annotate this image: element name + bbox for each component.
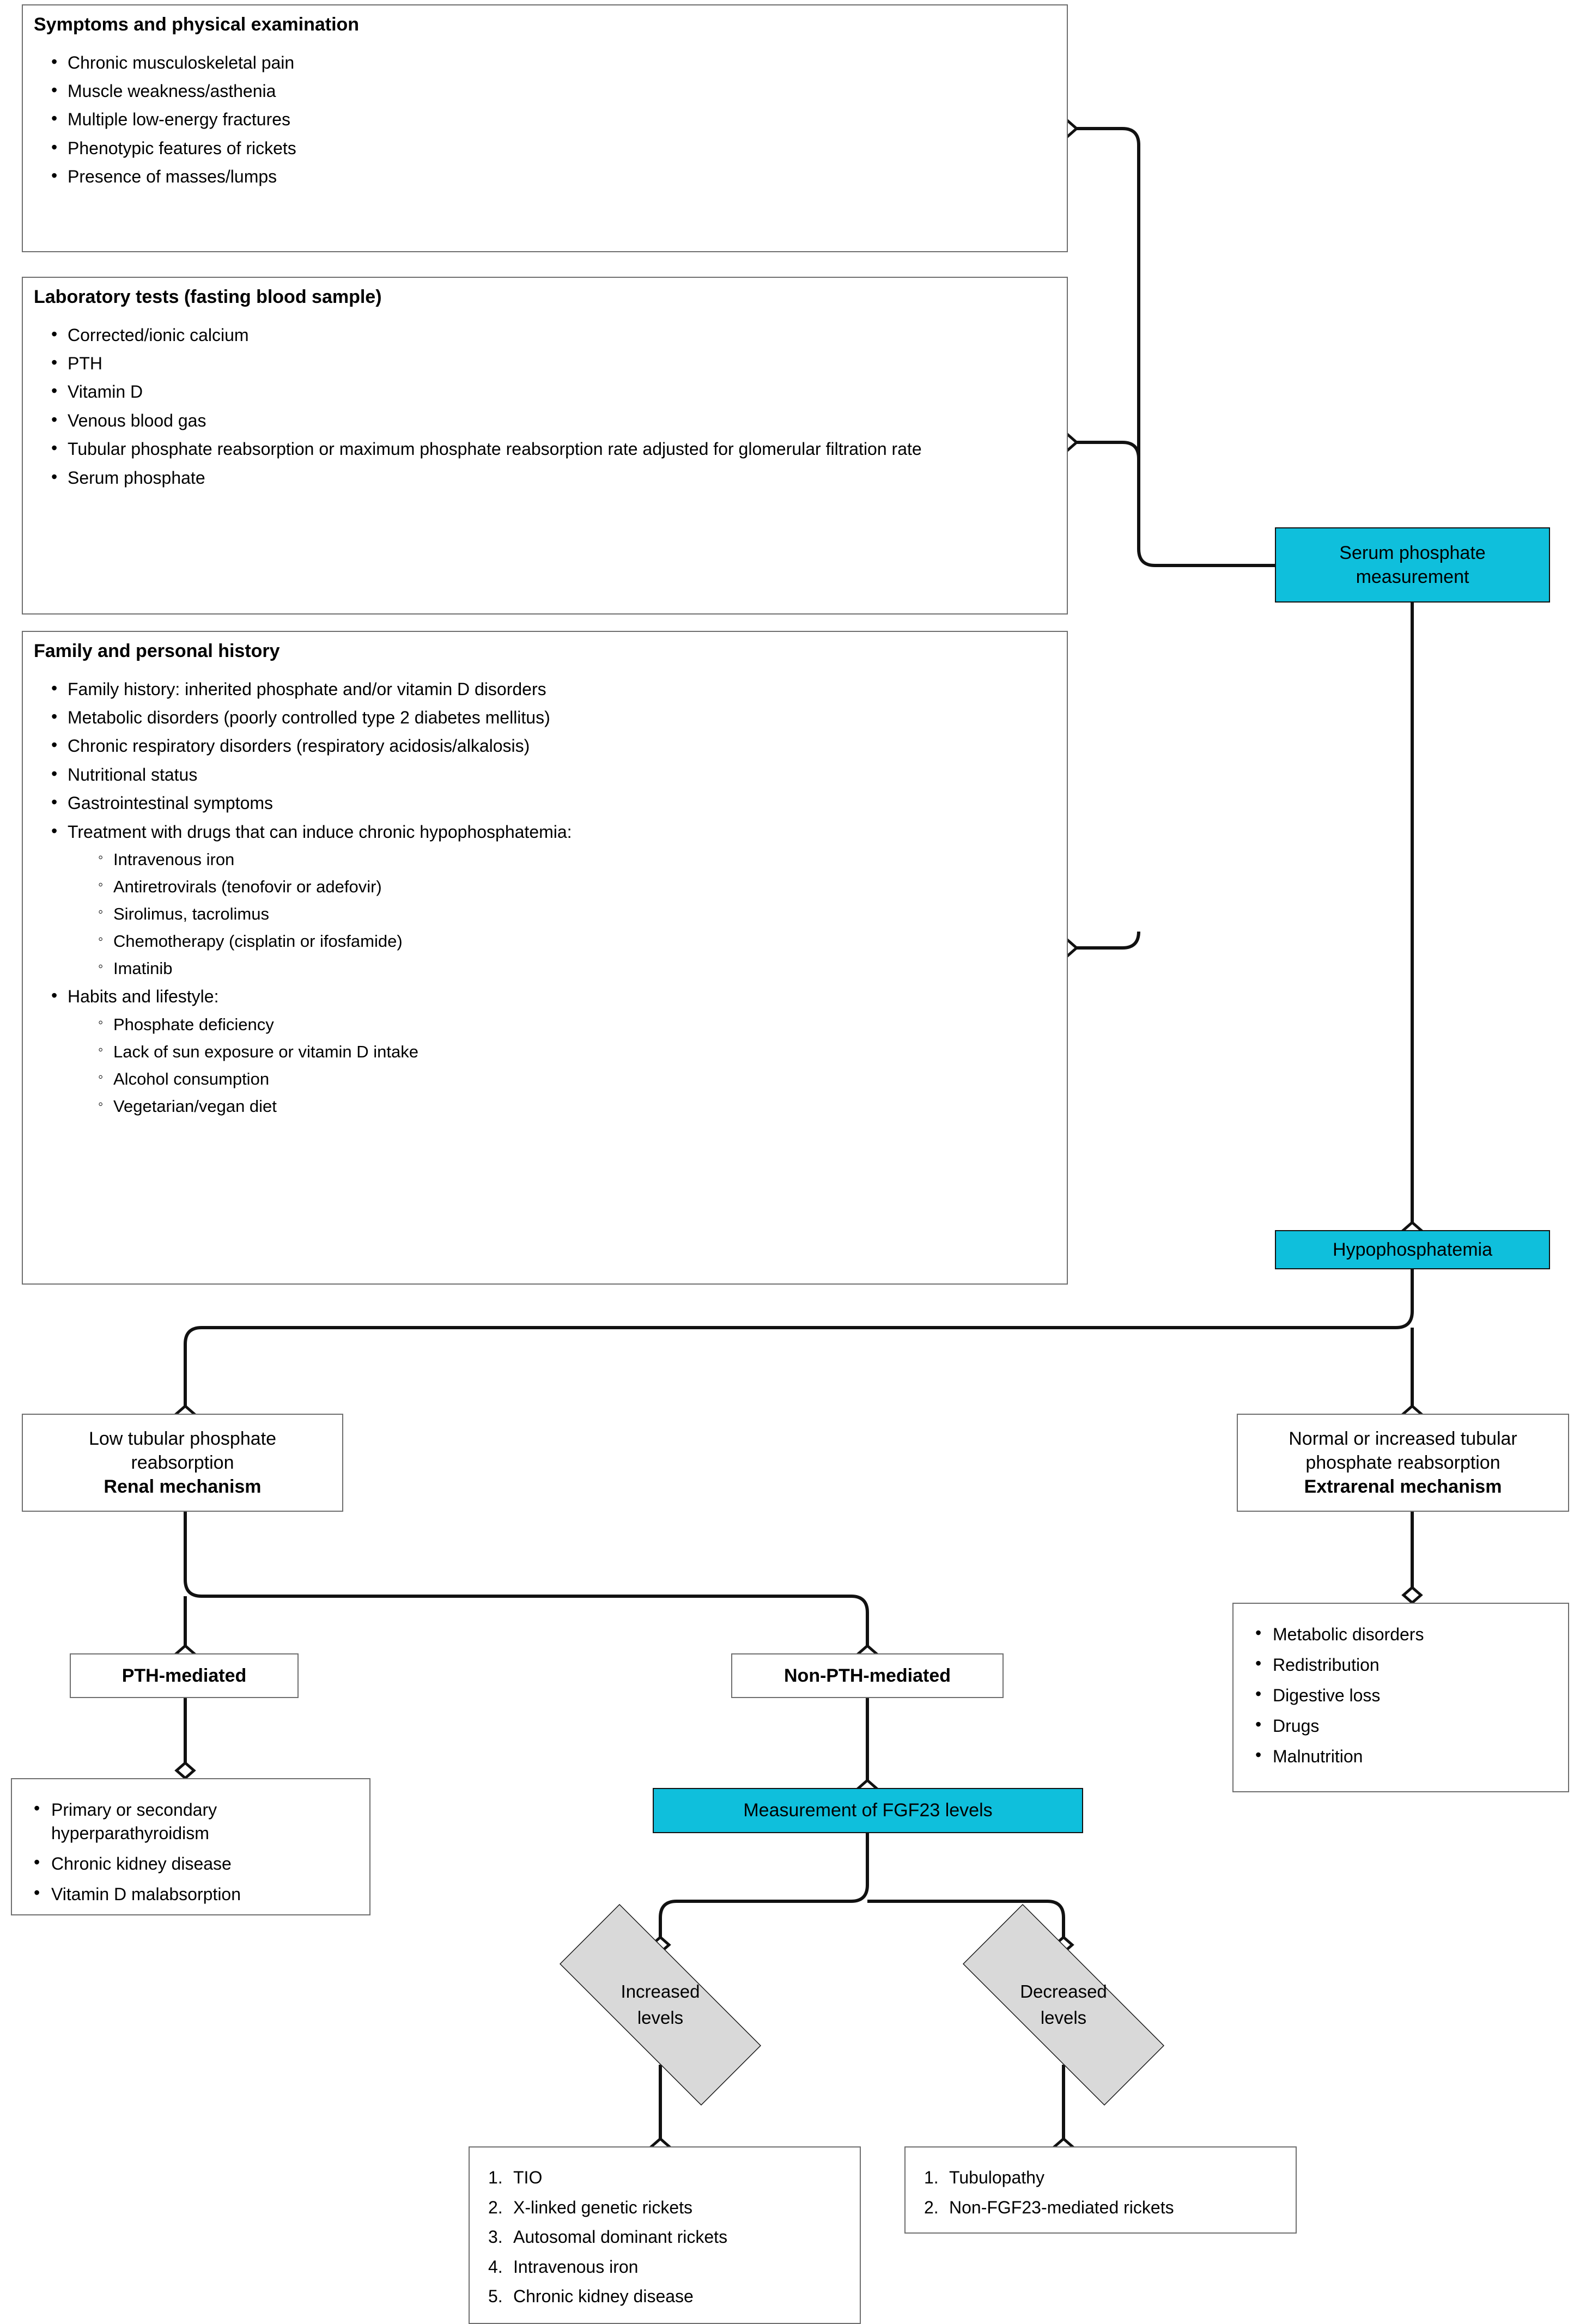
sublist-item: Chemotherapy (cisplatin or ifosfamide) [98, 929, 1052, 953]
list-item-number: 1. [924, 2168, 939, 2187]
list-item-number: 4. [488, 2256, 503, 2277]
list-item-label: Autosomal dominant rickets [513, 2227, 728, 2247]
node-label-line3: Renal mechanism [104, 1476, 262, 1498]
list-item: Drugs [1255, 1713, 1558, 1738]
list-item-label: Intravenous iron [513, 2256, 639, 2277]
list-item: Corrected/ionic calcium [51, 321, 1052, 348]
list-item: Malnutrition [1255, 1743, 1558, 1768]
list-item: Chronic respiratory disorders (respirato… [51, 733, 1052, 758]
panel-laboratory-tests: Laboratory tests (fasting blood sample) … [22, 277, 1068, 615]
panel-symptoms-list: Chronic musculoskeletal pain Muscle weak… [23, 49, 1067, 190]
list-item-number: 2. [924, 2197, 939, 2217]
sublist-item: Lack of sun exposure or vitamin D intake [98, 1039, 1052, 1064]
list-item-number: 5. [488, 2286, 503, 2307]
node-label: Measurement of FGF23 levels [743, 1800, 993, 1821]
node-label-line1: Low tubular phosphate [88, 1428, 277, 1449]
decision-label-line2: levels [1040, 2007, 1087, 2028]
node-measurement-fgf23: Measurement of FGF23 levels [653, 1788, 1083, 1833]
list-item: Metabolic disorders (poorly controlled t… [51, 704, 1052, 730]
list-item-number: 2. [488, 2197, 503, 2217]
node-label: Hypophosphatemia [1333, 1239, 1492, 1260]
list-item-label: TIO [513, 2168, 543, 2187]
list-item: 3. Autosomal dominant rickets [488, 2226, 850, 2249]
decision-label-line1: Decreased [1020, 1981, 1107, 2002]
list-item-label: Chronic kidney disease [513, 2286, 694, 2307]
list-item: Venous blood gas [51, 407, 1052, 433]
panel-laboratory-tests-title: Laboratory tests (fasting blood sample) [34, 287, 382, 307]
list-item: Tubular phosphate reabsorption or maximu… [51, 436, 1052, 461]
sublist-drugs: Intravenous iron Antiretrovirals (tenofo… [68, 847, 1052, 981]
list-item: Phenotypic features of rickets [51, 135, 1052, 161]
list-item: Serum phosphate [51, 465, 1052, 490]
list-item: Family history: inherited phosphate and/… [51, 676, 1052, 702]
sublist-item: Intravenous iron [98, 847, 1052, 872]
panel-family-personal-history: Family and personal history Family histo… [22, 631, 1068, 1285]
list-item: Chronic kidney disease [34, 1851, 360, 1876]
list-item-number: 1. [488, 2168, 503, 2187]
list-item: 2. X-linked genetic rickets [488, 2197, 850, 2219]
list-item: Multiple low-energy fractures [51, 106, 1052, 132]
list-item: Redistribution [1255, 1652, 1558, 1677]
list-item-number: 3. [488, 2227, 503, 2247]
list-item-label: Habits and lifestyle: [68, 987, 219, 1007]
decision-label-line1: Increased [621, 1981, 700, 2002]
sublist-item: Vegetarian/vegan diet [98, 1094, 1052, 1118]
list-item-label: Treatment with drugs that can induce chr… [68, 822, 572, 842]
node-label-line2: reabsorption [131, 1452, 234, 1473]
node-label-line1: Normal or increased tubular [1289, 1428, 1517, 1449]
node-pth-mediated: PTH-mediated [70, 1653, 299, 1698]
node-label-line2: phosphate reabsorption [1305, 1452, 1500, 1473]
list-item: Digestive loss [1255, 1682, 1558, 1707]
list-item: Gastrointestinal symptoms [51, 790, 1052, 816]
list-item: 1. TIO [488, 2167, 850, 2189]
list-item: Vitamin D [51, 379, 1052, 404]
list-item: Vitamin D malabsorption [34, 1881, 360, 1906]
list-item-label: Non-FGF23-mediated rickets [949, 2197, 1174, 2217]
node-extrarenal-mechanism: Normal or increased tubular phosphate re… [1237, 1414, 1569, 1512]
node-renal-mechanism: Low tubular phosphate reabsorption Renal… [22, 1414, 343, 1512]
list-item: Muscle weakness/asthenia [51, 78, 1052, 104]
node-label-line2: measurement [1356, 567, 1469, 587]
node-hypophosphatemia: Hypophosphatemia [1275, 1230, 1550, 1269]
list-extrarenal-causes: Metabolic disorders Redistribution Diges… [1232, 1603, 1569, 1792]
list-item-label: X-linked genetic rickets [513, 2197, 693, 2217]
sublist-item: Antiretrovirals (tenofovir or adefovir) [98, 874, 1052, 899]
panel-family-personal-history-title: Family and personal history [34, 641, 280, 661]
list-decreased-outcomes: 1. Tubulopathy 2. Non-FGF23-mediated ric… [904, 2146, 1297, 2234]
node-label-line3: Extrarenal mechanism [1304, 1476, 1502, 1498]
node-serum-phosphate-measurement: Serum phosphate measurement [1275, 527, 1550, 603]
list-item: 1. Tubulopathy [924, 2167, 1286, 2189]
sublist-item: Sirolimus, tacrolimus [98, 902, 1052, 926]
list-item: 5. Chronic kidney disease [488, 2285, 850, 2308]
sublist-habits: Phosphate deficiency Lack of sun exposur… [68, 1012, 1052, 1118]
list-item: PTH [51, 350, 1052, 376]
panel-symptoms: Symptoms and physical examination Chroni… [22, 4, 1068, 252]
sublist-item: Phosphate deficiency [98, 1012, 1052, 1037]
list-item: Treatment with drugs that can induce chr… [51, 819, 1052, 981]
node-non-pth-mediated: Non-PTH-mediated [731, 1653, 1004, 1698]
list-item: 4. Intravenous iron [488, 2256, 850, 2279]
panel-laboratory-tests-list: Corrected/ionic calcium PTH Vitamin D Ve… [23, 321, 1067, 491]
node-label-line1: Serum phosphate [1339, 542, 1486, 563]
decision-decreased-levels: Decreased levels [922, 1904, 1205, 2106]
node-label: Non-PTH-mediated [784, 1665, 951, 1686]
list-item: Habits and lifestyle: Phosphate deficien… [51, 983, 1052, 1118]
list-item-label: Tubulopathy [949, 2168, 1044, 2187]
panel-family-personal-history-list: Family history: inherited phosphate and/… [23, 676, 1067, 1118]
list-item: Presence of masses/lumps [51, 163, 1052, 189]
list-item: Primary or secondary hyperparathyroidism [34, 1797, 360, 1845]
list-item: Metabolic disorders [1255, 1621, 1558, 1646]
decision-increased-levels: Increased levels [519, 1904, 802, 2106]
list-item: Chronic musculoskeletal pain [51, 49, 1052, 75]
sublist-item: Imatinib [98, 956, 1052, 981]
node-label: PTH-mediated [121, 1665, 247, 1686]
decision-label-line2: levels [637, 2007, 684, 2028]
panel-symptoms-title: Symptoms and physical examination [34, 14, 360, 35]
list-increased-outcomes: 1. TIO 2. X-linked genetic rickets 3. Au… [469, 2146, 861, 2324]
list-item: 2. Non-FGF23-mediated rickets [924, 2197, 1286, 2219]
sublist-item: Alcohol consumption [98, 1067, 1052, 1091]
list-item: Nutritional status [51, 762, 1052, 787]
list-pth-causes: Primary or secondary hyperparathyroidism… [11, 1778, 370, 1915]
